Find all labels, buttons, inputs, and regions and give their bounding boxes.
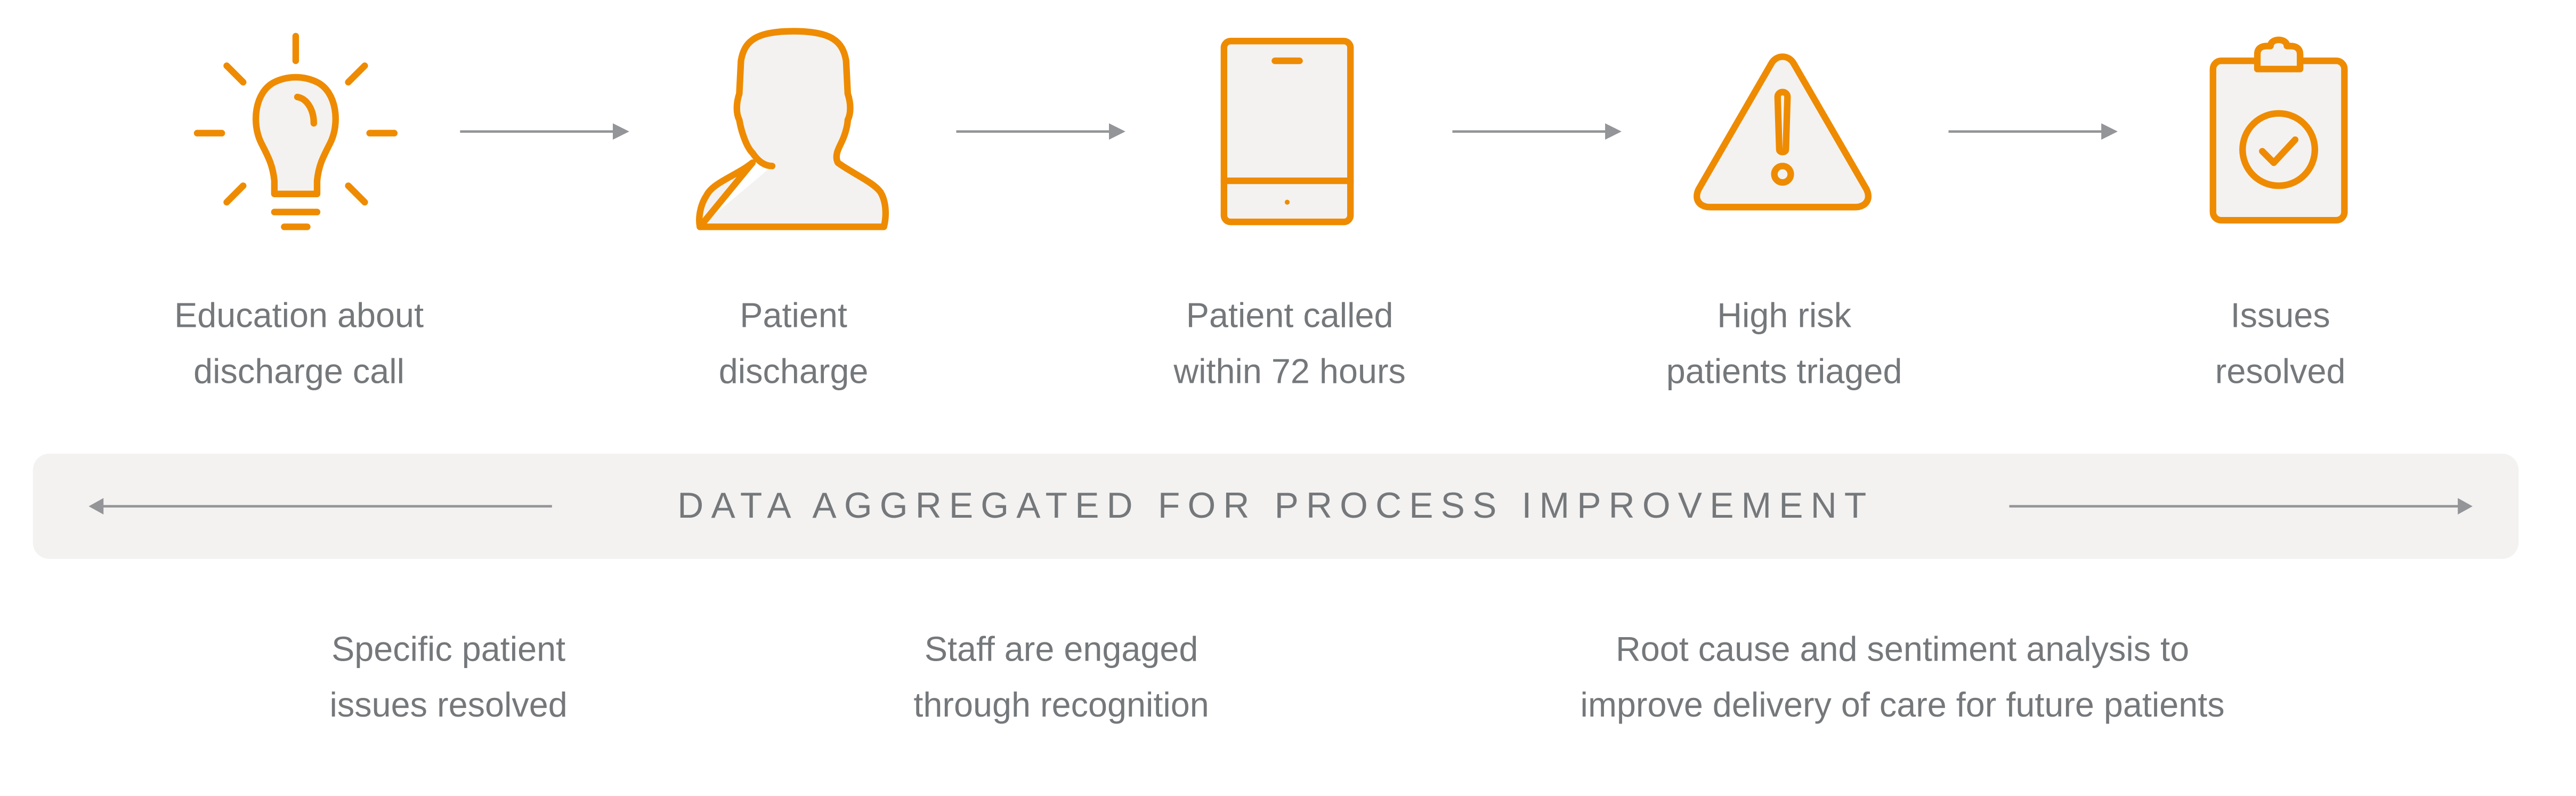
step-label-line: Issues	[2230, 298, 2330, 335]
step-label-line: within 72 hours	[1173, 353, 1406, 391]
outcome-label: Specific patient issues resolved	[54, 623, 843, 735]
arrow-right-icon	[956, 123, 1125, 140]
step-label: Patient called within 72 hours	[1076, 290, 1503, 401]
step-label-line: discharge	[718, 353, 869, 391]
clipboard-check-icon	[2172, 25, 2386, 238]
outcome-line: through recognition	[913, 687, 1209, 725]
tablet-icon	[1180, 25, 1394, 238]
outcome-line: Specific patient	[331, 631, 566, 669]
arrow-right-icon	[2009, 498, 2473, 514]
outcome-line: Staff are engaged	[924, 631, 1198, 669]
arrow-left-icon	[88, 498, 552, 514]
step-label-line: Patient	[740, 298, 847, 335]
arrow-right-icon	[1452, 123, 1622, 140]
step-label: High risk patients triaged	[1570, 290, 1998, 401]
step-label: Patient discharge	[580, 290, 1007, 401]
warning-icon	[1676, 25, 1890, 238]
step-label-line: patients triaged	[1666, 353, 1902, 391]
band-title: DATA AGGREGATED FOR PROCESS IMPROVEMENT	[677, 485, 1874, 526]
step-label-line: resolved	[2215, 353, 2346, 391]
person-icon	[687, 25, 901, 238]
outcome-line: Root cause and sentiment analysis to	[1616, 631, 2190, 669]
outcome-label: Root cause and sentiment analysis to impr…	[1508, 623, 2297, 735]
step-label-line: Education about	[174, 298, 424, 335]
step-label-line: discharge call	[193, 353, 405, 391]
arrow-right-icon	[460, 123, 629, 140]
lightbulb-icon	[189, 25, 403, 238]
step-label: Education about discharge call	[85, 290, 513, 401]
step-label-line: High risk	[1717, 298, 1852, 335]
arrow-right-icon	[1948, 123, 2118, 140]
step-label: Issues resolved	[2067, 290, 2494, 401]
outcome-line: improve delivery of care for future pati…	[1580, 687, 2225, 725]
data-aggregation-band: DATA AGGREGATED FOR PROCESS IMPROVEMENT	[33, 453, 2519, 559]
outcome-line: issues resolved	[329, 687, 568, 725]
step-label-line: Patient called	[1186, 298, 1394, 335]
outcome-label: Staff are engaged through recognition	[667, 623, 1456, 735]
